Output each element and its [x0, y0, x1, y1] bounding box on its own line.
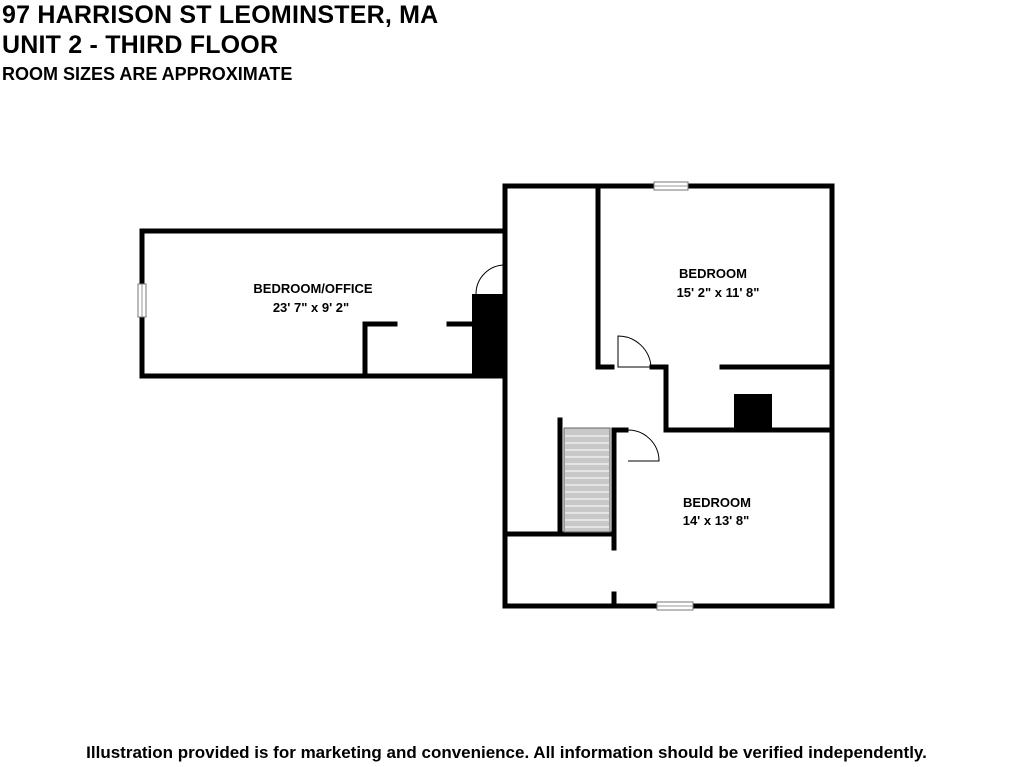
chimney-left — [472, 294, 505, 376]
room-size-note: ROOM SIZES ARE APPROXIMATE — [2, 64, 293, 84]
door-swing-lower-bedroom — [627, 429, 660, 462]
upper-bedroom-wall-2 — [649, 364, 669, 433]
office-closet-wall — [362, 321, 398, 379]
lower-bedroom-size: 14' x 13' 8" — [683, 513, 750, 528]
chimney-right — [734, 394, 772, 430]
door-swing-office — [475, 264, 506, 295]
stairs — [563, 427, 611, 533]
lower-bedroom-name: BEDROOM — [683, 495, 751, 510]
office-name: BEDROOM/OFFICE — [253, 281, 372, 296]
disclaimer: Illustration provided is for marketing a… — [86, 743, 927, 762]
upper-bedroom-wall — [595, 183, 615, 370]
office-size: 23' 7" x 9' 2" — [273, 300, 349, 315]
door-swing-upper-bedroom — [617, 335, 652, 368]
address-title: 97 HARRISON ST LEOMINSTER, MA — [2, 1, 439, 29]
upper-bedroom-size: 15' 2" x 11' 8" — [677, 285, 760, 300]
main-outer-wall — [502, 183, 835, 609]
upper-bedroom-name: BEDROOM — [679, 266, 747, 281]
unit-title: UNIT 2 - THIRD FLOOR — [2, 31, 279, 59]
